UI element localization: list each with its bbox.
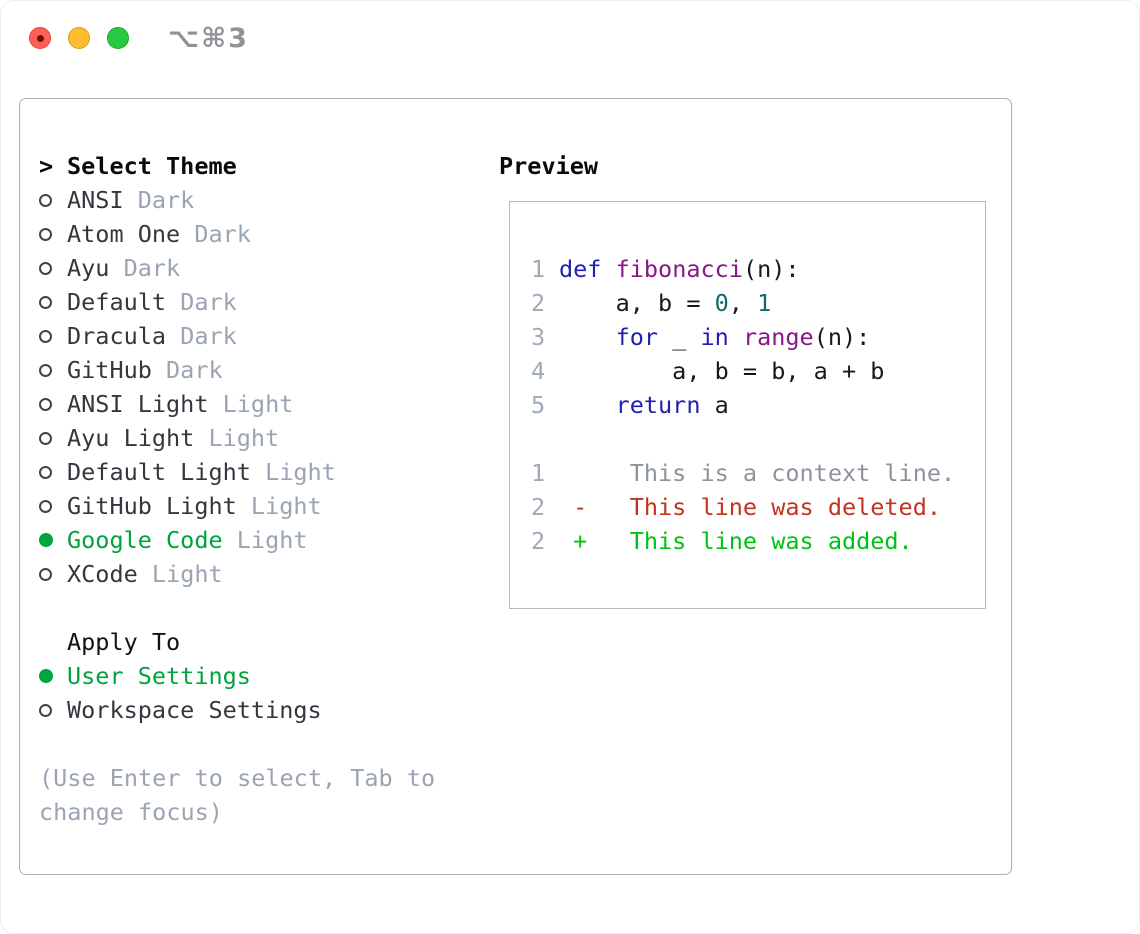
theme-variant-tag: Light bbox=[208, 390, 294, 418]
line-number: 3 bbox=[531, 323, 546, 351]
radio-icon bbox=[39, 397, 52, 411]
apply-option-workspace-settings[interactable]: Workspace Settings bbox=[39, 693, 435, 727]
theme-option-default-light-light[interactable]: Default Light Light bbox=[39, 455, 435, 489]
zoom-button[interactable] bbox=[107, 27, 129, 49]
theme-option-github-dark[interactable]: GitHub Dark bbox=[39, 353, 435, 387]
theme-name: Default bbox=[67, 288, 167, 316]
diff-preview: 1 This is a context line. 2 - This line w… bbox=[531, 456, 985, 558]
window-title: ⌥⌘3 bbox=[168, 22, 249, 54]
theme-option-ayu-dark[interactable]: Ayu Dark bbox=[39, 251, 435, 285]
theme-variant-tag: Light bbox=[137, 560, 223, 588]
theme-variant-tag: Dark bbox=[151, 356, 223, 384]
diff-line-deleted: 2 - This line was deleted. bbox=[531, 493, 942, 521]
theme-option-github-light-light[interactable]: GitHub Light Light bbox=[39, 489, 435, 523]
theme-variant-tag: Dark bbox=[180, 220, 251, 248]
select-theme-label: Select Theme bbox=[67, 152, 237, 180]
radio-icon bbox=[39, 465, 52, 479]
line-number: 1 bbox=[531, 255, 546, 283]
radio-icon bbox=[39, 567, 52, 581]
theme-name: GitHub Light bbox=[67, 492, 237, 520]
theme-variant-tag: Dark bbox=[123, 186, 195, 214]
focus-caret-icon: > bbox=[39, 152, 54, 180]
apply-option-label: Workspace Settings bbox=[67, 696, 322, 724]
line-number: 1 bbox=[531, 459, 546, 487]
theme-name: Ayu Light bbox=[67, 424, 195, 452]
radio-icon bbox=[39, 363, 52, 377]
code-line: 5 return a bbox=[531, 391, 729, 419]
radio-icon bbox=[39, 703, 52, 717]
theme-option-atom-one-dark[interactable]: Atom One Dark bbox=[39, 217, 435, 251]
theme-name: XCode bbox=[67, 560, 138, 588]
theme-option-ansi-light-light[interactable]: ANSI Light Light bbox=[39, 387, 435, 421]
theme-variant-tag: Light bbox=[222, 526, 308, 554]
theme-name: ANSI Light bbox=[67, 390, 209, 418]
diff-line-added: 2 + This line was added. bbox=[531, 527, 913, 555]
radio-icon bbox=[39, 329, 52, 343]
theme-name: Google Code bbox=[67, 526, 223, 554]
theme-option-ayu-light-light[interactable]: Ayu Light Light bbox=[39, 421, 435, 455]
apply-to-header: Apply To bbox=[39, 625, 435, 659]
radio-selected-icon bbox=[39, 669, 53, 683]
radio-icon bbox=[39, 261, 52, 275]
titlebar: ⌥⌘3 bbox=[0, 0, 1140, 76]
radio-icon bbox=[39, 227, 52, 241]
preview-label: Preview bbox=[499, 152, 599, 180]
theme-variant-tag: Dark bbox=[166, 322, 237, 350]
theme-variant-tag: Light bbox=[194, 424, 280, 452]
line-number: 5 bbox=[531, 391, 546, 419]
radio-icon bbox=[39, 431, 52, 445]
code-line: 3 for _ in range(n): bbox=[531, 323, 871, 351]
line-number: 2 bbox=[531, 289, 546, 317]
radio-icon bbox=[39, 295, 52, 309]
theme-name: GitHub bbox=[67, 356, 152, 384]
theme-name: Ayu bbox=[67, 254, 110, 282]
theme-option-default-dark[interactable]: Default Dark bbox=[39, 285, 435, 319]
close-button[interactable] bbox=[29, 27, 51, 49]
radio-icon bbox=[39, 499, 52, 513]
theme-option-xcode-light[interactable]: XCode Light bbox=[39, 557, 435, 591]
theme-name: Default Light bbox=[67, 458, 251, 486]
theme-variant-tag: Dark bbox=[109, 254, 181, 282]
line-number: 2 bbox=[531, 493, 546, 521]
keyboard-hint-line1: (Use Enter to select, Tab to bbox=[39, 764, 436, 792]
apply-to-label: Apply To bbox=[67, 628, 181, 656]
theme-name: Dracula bbox=[67, 322, 167, 350]
theme-option-google-code-light[interactable]: Google Code Light bbox=[39, 523, 435, 557]
keyboard-hint-line2: change focus) bbox=[39, 798, 223, 826]
theme-option-ansi-dark[interactable]: ANSI Dark bbox=[39, 183, 435, 217]
theme-name: ANSI bbox=[67, 186, 124, 214]
line-number: 2 bbox=[531, 527, 546, 555]
code-line: 2 a, b = 0, 1 bbox=[531, 289, 772, 317]
minimize-button[interactable] bbox=[68, 27, 90, 49]
diff-line-context: 1 This is a context line. bbox=[531, 459, 956, 487]
traffic-lights bbox=[29, 27, 129, 49]
radio-icon bbox=[39, 193, 52, 207]
code-line: 4 a, b = b, a + b bbox=[531, 357, 885, 385]
theme-name: Atom One bbox=[67, 220, 181, 248]
apply-option-user-settings[interactable]: User Settings bbox=[39, 659, 435, 693]
theme-variant-tag: Dark bbox=[166, 288, 237, 316]
select-theme-header: > Select Theme bbox=[39, 149, 435, 183]
apply-option-label: User Settings bbox=[67, 662, 251, 690]
line-number: 4 bbox=[531, 357, 546, 385]
theme-variant-tag: Light bbox=[250, 458, 336, 486]
theme-option-dracula-dark[interactable]: Dracula Dark bbox=[39, 319, 435, 353]
radio-selected-icon bbox=[39, 533, 53, 547]
theme-variant-tag: Light bbox=[236, 492, 322, 520]
